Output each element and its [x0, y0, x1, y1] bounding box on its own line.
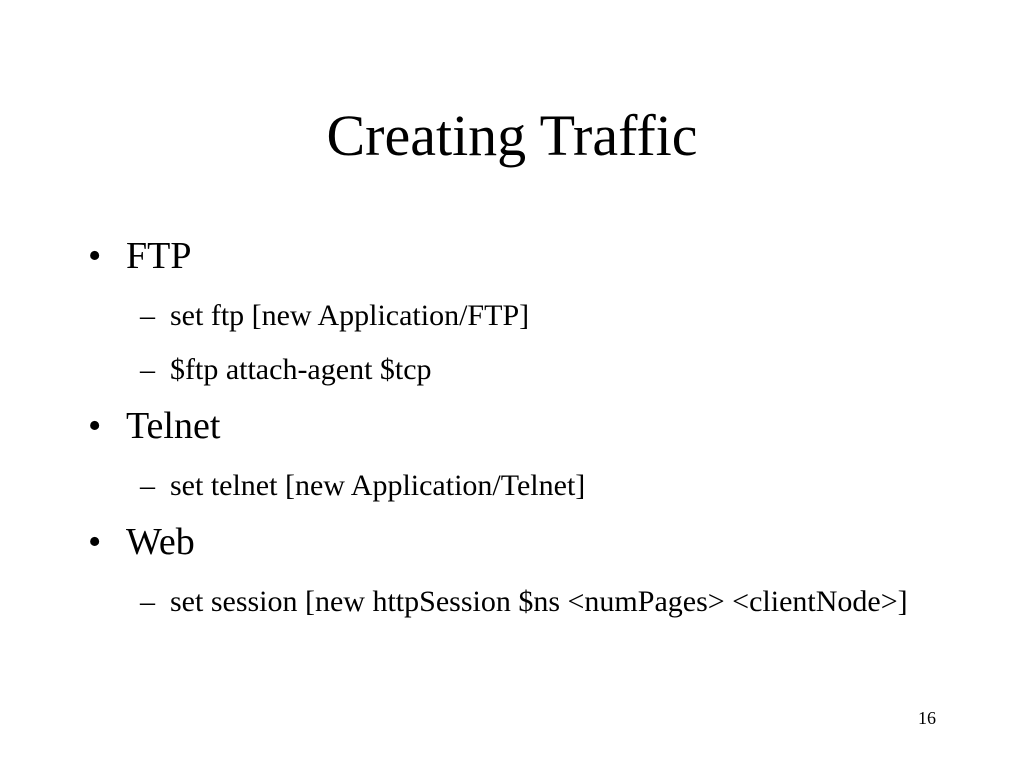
slide-title: Creating Traffic — [326, 103, 698, 168]
bullet-marker: • — [88, 521, 102, 563]
dash-marker: – — [140, 353, 155, 386]
sub-bullet-item: – set telnet [new Application/Telnet] — [140, 466, 1024, 506]
bullet-marker: • — [88, 405, 102, 447]
bullet-marker: • — [88, 235, 102, 277]
dash-marker: – — [140, 469, 155, 502]
bullet-item-web: • Web — [88, 516, 1024, 568]
sub-bullet-text: $ftp attach-agent $tcp — [170, 353, 432, 386]
bullet-list: • FTP – set ftp [new Application/FTP] – … — [0, 230, 1024, 622]
bullet-text: FTP — [126, 235, 192, 277]
sub-bullet-text: set telnet [new Application/Telnet] — [170, 469, 586, 502]
dash-marker: – — [140, 299, 155, 332]
sub-bullet-text: set ftp [new Application/FTP] — [170, 299, 530, 332]
bullet-item-ftp: • FTP — [88, 230, 1024, 282]
bullet-text: Telnet — [126, 405, 221, 447]
bullet-item-telnet: • Telnet — [88, 400, 1024, 452]
sub-bullet-text: set session [new httpSession $ns <numPag… — [170, 585, 908, 618]
sub-bullet-item: – $ftp attach-agent $tcp — [140, 350, 1024, 390]
sub-bullet-item: – set session [new httpSession $ns <numP… — [140, 582, 1024, 622]
bullet-text: Web — [126, 521, 195, 563]
page-number: 16 — [918, 708, 936, 728]
dash-marker: – — [140, 585, 155, 618]
sub-bullet-item: – set ftp [new Application/FTP] — [140, 296, 1024, 336]
